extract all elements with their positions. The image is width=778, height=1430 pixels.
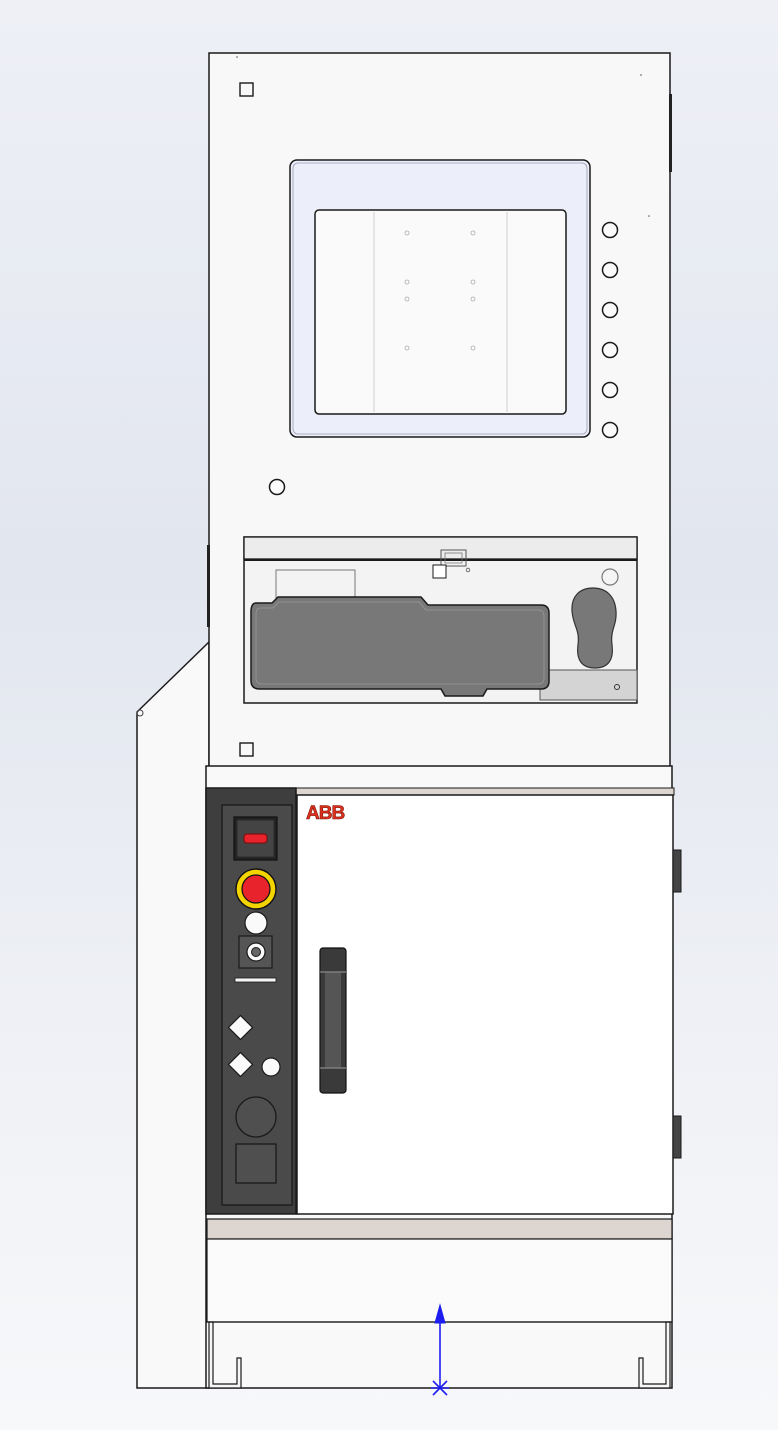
housing-dot <box>648 215 650 217</box>
left-edge-strip <box>207 545 210 627</box>
diamond-button-icon[interactable] <box>227 1014 254 1041</box>
circle-button-icon[interactable] <box>601 261 619 279</box>
screen-mount-holes <box>404 230 476 351</box>
left-indicator-button[interactable] <box>268 478 286 496</box>
circle-button-icon[interactable] <box>601 301 619 319</box>
pendant-latch-square <box>432 564 447 579</box>
pendant-body <box>250 596 550 697</box>
upper-trim-strip <box>295 787 675 796</box>
origin-axis-icon <box>431 1303 449 1396</box>
screen-display[interactable] <box>314 209 567 415</box>
circle-button-icon[interactable] <box>601 381 619 399</box>
panel-divider <box>234 977 277 983</box>
side-buttons <box>601 221 619 439</box>
mode-switch[interactable] <box>233 816 278 861</box>
circle-button-icon[interactable] <box>601 221 619 239</box>
diamond-button-icon[interactable] <box>227 1051 254 1078</box>
screen-bezel-inner-edge <box>292 162 588 435</box>
door-handle[interactable] <box>319 947 347 1094</box>
pendant-holder-button[interactable] <box>601 568 619 586</box>
housing-dot <box>236 56 238 58</box>
door-hinge-top <box>672 849 682 893</box>
white-indicator-lamp <box>244 911 268 935</box>
pendant-holder <box>243 536 638 704</box>
circle-button-icon[interactable] <box>601 421 619 439</box>
key-switch[interactable] <box>238 935 273 969</box>
circle-button-icon[interactable] <box>601 341 619 359</box>
square-connector[interactable] <box>235 1143 277 1184</box>
pendant-latch[interactable] <box>440 549 467 567</box>
right-edge-strip-top <box>669 94 672 172</box>
door-hinge-bottom <box>672 1115 682 1159</box>
cabinet-door[interactable] <box>296 794 674 1215</box>
foot-left <box>208 1321 242 1389</box>
foot-right <box>638 1321 671 1389</box>
pendant-base-shelf <box>539 669 638 701</box>
corner-screw-bottom-left <box>239 742 254 757</box>
abb-logo: ABB <box>306 803 346 824</box>
round-connector[interactable] <box>235 1096 277 1138</box>
mode-switch-indicator <box>243 833 268 844</box>
pendant-joystick[interactable] <box>571 587 617 669</box>
small-indicator-lamp <box>261 1057 281 1077</box>
housing-dot <box>640 74 642 76</box>
emergency-stop-icon[interactable] <box>235 868 277 910</box>
side-panel <box>136 640 210 1389</box>
lower-trim-strip <box>206 1218 673 1240</box>
corner-screw-top-left <box>239 82 254 97</box>
side-panel-screw <box>136 709 144 717</box>
